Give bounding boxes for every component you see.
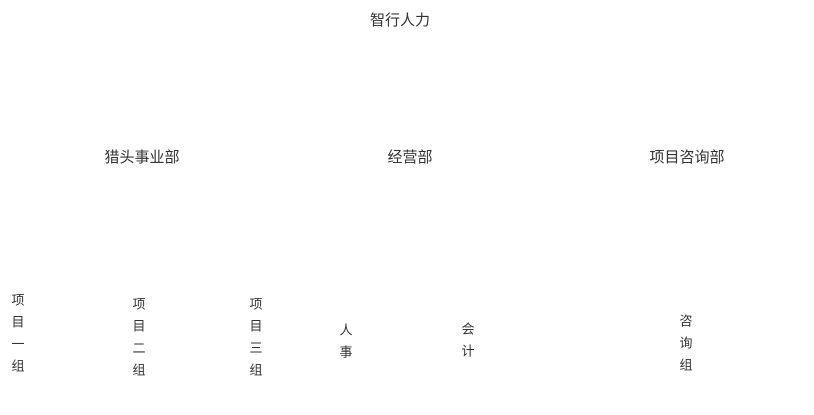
org-node-leaf-consulting-group[interactable]: 咨询组: [677, 314, 693, 380]
org-node-leaf-project-group-1[interactable]: 项目一组: [9, 293, 25, 381]
org-node-root[interactable]: 智行人力: [369, 12, 431, 29]
org-node-leaf-accounting[interactable]: 会计: [459, 322, 475, 366]
org-node-leaf-project-group-2[interactable]: 项目二组: [130, 297, 146, 385]
org-node-dept-operations[interactable]: 经营部: [387, 149, 433, 166]
org-node-dept-headhunting[interactable]: 猎头事业部: [104, 149, 180, 166]
org-node-leaf-project-group-3[interactable]: 项目三组: [247, 297, 263, 385]
org-node-leaf-hr[interactable]: 人事: [337, 323, 353, 367]
org-node-dept-consulting[interactable]: 项目咨询部: [649, 149, 725, 166]
